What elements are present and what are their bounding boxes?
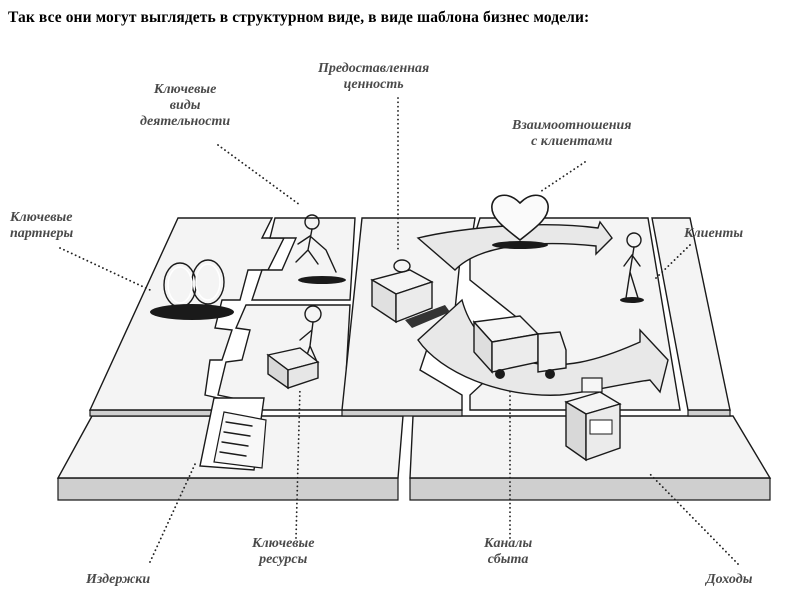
leader-revenue (647, 471, 739, 565)
label-key-partners-line1: Ключевые (10, 210, 73, 225)
label-key-partners-line2: партнеры (10, 226, 74, 241)
label-value-proposition-line1: Предоставленная (318, 61, 430, 76)
label-key-activities-line2: виды (169, 98, 201, 113)
cost-sheet-icon (199, 397, 267, 471)
label-revenue-line1: Доходы (706, 572, 753, 587)
label-key-activities-line1: Ключевые (153, 82, 217, 97)
customer-figure-icon (620, 232, 644, 303)
label-value-proposition: Предоставленная ценность (318, 61, 429, 93)
label-channels-line2: сбыта (487, 552, 529, 567)
label-customers-line1: Клиенты (684, 226, 744, 241)
label-key-activities-line3: деятельности (140, 114, 231, 129)
relationships-arrow (416, 220, 613, 271)
rings-icon (150, 259, 234, 320)
label-customer-relationships-line2: с клиентами (531, 134, 613, 149)
label-channels-line1: Каналы (484, 536, 533, 551)
label-key-resources: Ключевые ресурсы (252, 536, 314, 568)
cash-register-icon (564, 377, 622, 462)
customers-tile (651, 217, 731, 417)
heart-icon (491, 194, 549, 249)
label-key-resources-line1: Ключевые (252, 536, 315, 551)
label-key-resources-line2: ресурсы (259, 552, 308, 567)
leader-relationships (539, 161, 586, 193)
label-revenue: Доходы (706, 572, 752, 588)
label-key-partners: Ключевые партнеры (10, 210, 73, 242)
leader-key-activities (217, 144, 301, 206)
leader-costs (149, 461, 197, 563)
person-with-crate-icon (266, 305, 322, 390)
label-costs-line1: Издержки (86, 572, 151, 587)
leader-key-partners (59, 247, 151, 291)
label-costs: Издержки (86, 572, 150, 588)
leader-customers (655, 244, 691, 279)
page-heading: Так все они могут выглядеть в структурно… (8, 9, 590, 26)
label-customer-relationships-line1: Взаимоотношения (512, 118, 632, 133)
worker-figure-icon (295, 214, 346, 284)
label-customer-relationships: Взаимоотношения с клиентами (512, 118, 632, 150)
gift-box-icon (370, 259, 450, 328)
label-key-activities: Ключевые виды деятельности (140, 82, 230, 130)
leader-key-resources (295, 387, 301, 539)
label-customers: Клиенты (684, 226, 743, 242)
truck-icon (472, 315, 567, 379)
label-value-proposition-line2: ценность (343, 77, 404, 92)
label-channels: Каналы сбыта (484, 536, 532, 568)
